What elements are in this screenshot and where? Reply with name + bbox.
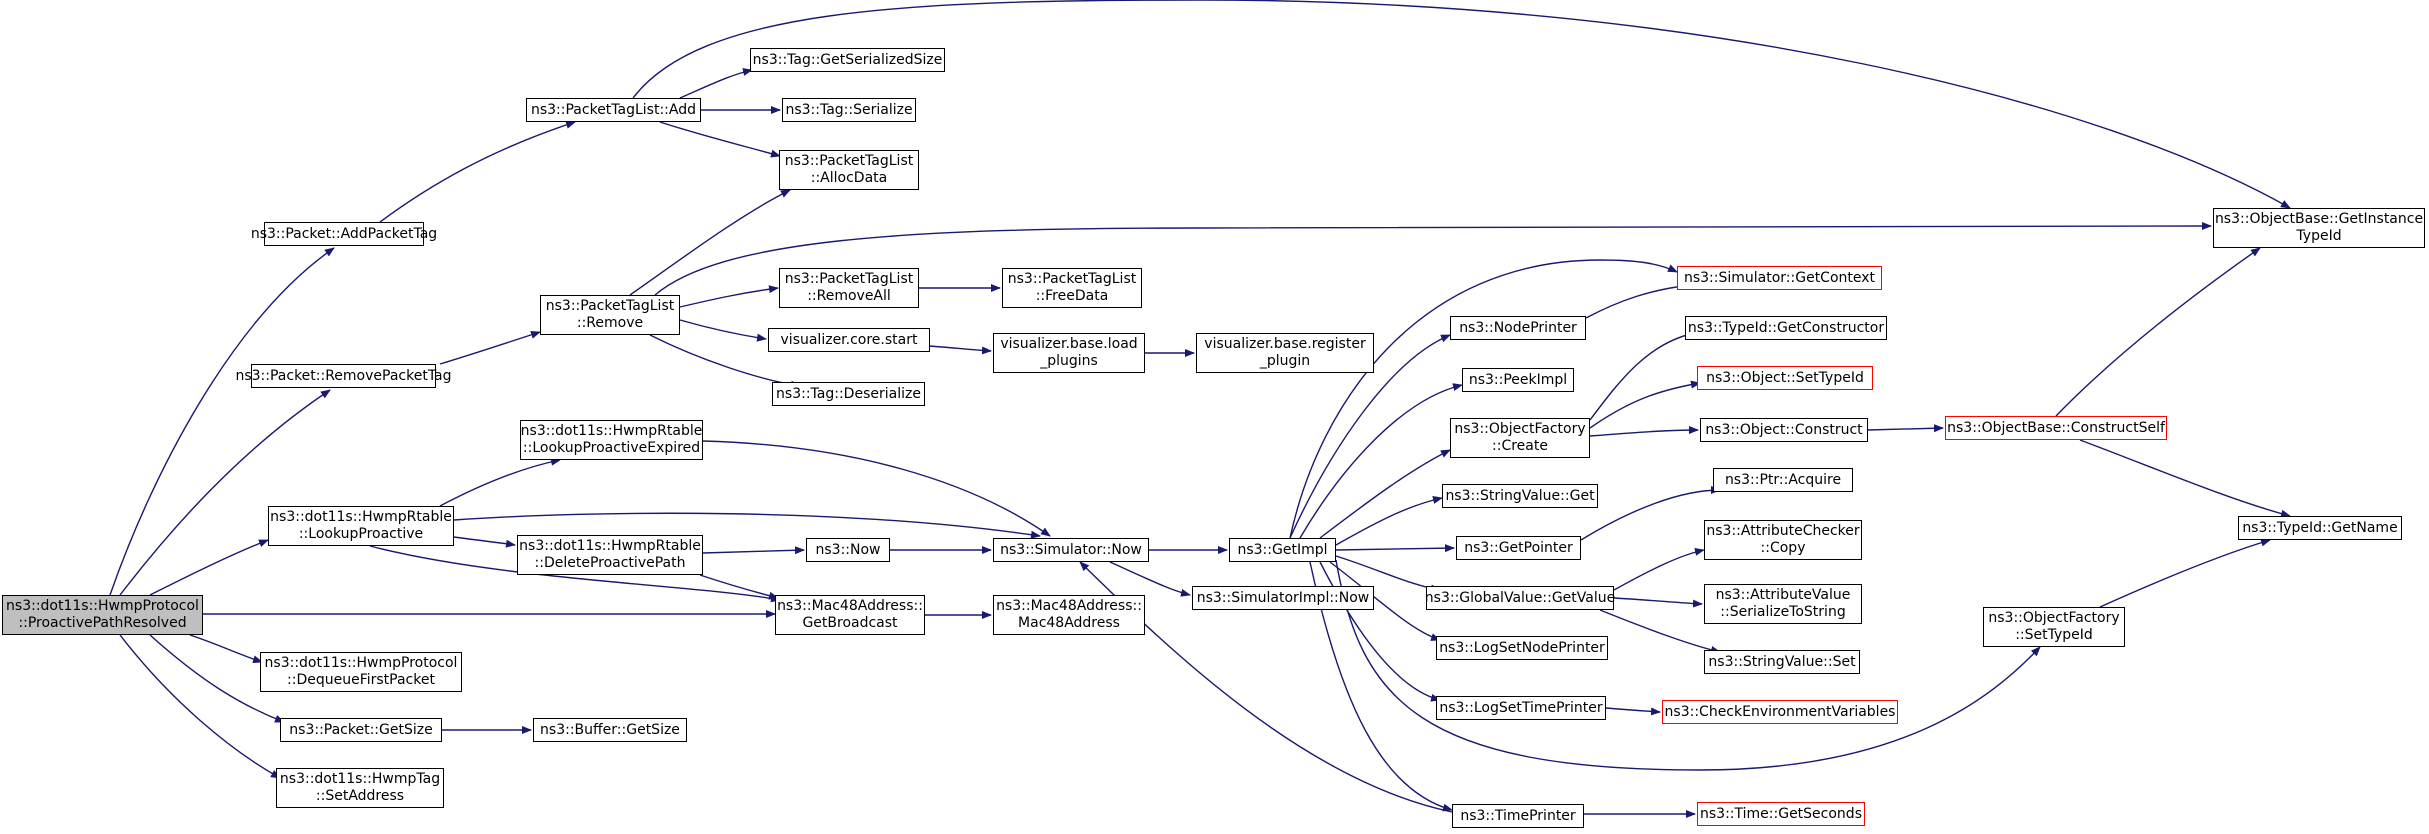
node-log-set-time-printer[interactable]: ns3::LogSetTimePrinter <box>1436 696 1606 720</box>
node-object-factory-set-type-id[interactable]: ns3::ObjectFactory ::SetTypeId <box>1983 607 2125 647</box>
edge-root-dequeue <box>189 634 263 664</box>
edge-delete-to-ns3-now <box>702 546 805 555</box>
node-packet-add-packet-tag[interactable]: ns3::Packet::AddPacketTag <box>251 222 437 246</box>
node-packet-tag-list-remove[interactable]: ns3::PacketTagList ::Remove <box>540 295 680 335</box>
edge-global-get-value-to-checker-copy <box>1613 547 1705 591</box>
node-packet-get-size[interactable]: ns3::Packet::GetSize <box>280 718 442 742</box>
edge-add-packet-tag-to-add <box>379 121 576 223</box>
edge-remove-to-get-instance-type-id <box>654 222 2212 296</box>
node-hwmp-tag-set-address[interactable]: ns3::dot11s::HwmpTag ::SetAddress <box>276 768 444 808</box>
edge-get-impl-to-simulator-get-context <box>1289 259 1678 539</box>
edge-get-impl-to-object-factory-set-type-id <box>1335 559 2041 771</box>
node-packet-remove-packet-tag[interactable]: ns3::Packet::RemovePacketTag <box>235 364 452 388</box>
edge-get-impl-to-string-value-get <box>1335 496 1443 546</box>
node-visualizer-base-load-plugins[interactable]: visualizer.base.load _plugins <box>993 333 1145 373</box>
edge-get-impl-to-global-get-value <box>1335 555 1441 593</box>
node-object-factory-create[interactable]: ns3::ObjectFactory ::Create <box>1450 418 1590 458</box>
edge-get-impl-to-log-set-node-printer <box>1329 561 1441 641</box>
node-object-construct[interactable]: ns3::Object::Construct <box>1700 418 1868 442</box>
edge-add-to-alloc-data <box>659 121 781 158</box>
edge-lookup-proactive-to-delete <box>453 536 516 548</box>
edge-add-to-get-instance-type-id <box>632 0 2291 209</box>
edge-construct-to-construct-self <box>1867 424 1944 433</box>
node-check-environment-variables[interactable]: ns3::CheckEnvironmentVariables <box>1662 700 1898 724</box>
node-string-value-get[interactable]: ns3::StringValue::Get <box>1442 484 1598 508</box>
node-global-value-get-value[interactable]: ns3::GlobalValue::GetValue <box>1425 586 1615 610</box>
edge-factory-create-to-construct <box>1589 426 1699 437</box>
node-simulator-get-context[interactable]: ns3::Simulator::GetContext <box>1677 266 1882 290</box>
node-hwmp-protocol-dequeue-first-packet[interactable]: ns3::dot11s::HwmpProtocol ::DequeueFirst… <box>260 652 462 692</box>
node-tag-get-serialized-size[interactable]: ns3::Tag::GetSerializedSize <box>750 48 945 72</box>
node-peek-impl[interactable]: ns3::PeekImpl <box>1462 368 1574 392</box>
node-type-id-get-constructor[interactable]: ns3::TypeId::GetConstructor <box>1685 316 1887 340</box>
edge-global-get-value-to-serialize-to-string <box>1613 597 1703 608</box>
edge-factory-set-type-id-to-get-name <box>2099 538 2271 608</box>
node-tag-serialize[interactable]: ns3::Tag::Serialize <box>782 98 916 122</box>
edge-expired-to-simulator-now <box>702 440 1051 537</box>
node-time-printer[interactable]: ns3::TimePrinter <box>1452 804 1584 828</box>
node-object-base-get-instance-type-id[interactable]: ns3::ObjectBase::GetInstance TypeId <box>2213 208 2425 248</box>
edge-log-set-time-printer-to-check-env <box>1605 707 1661 716</box>
edge-root-packet-get-size <box>149 634 285 723</box>
node-get-impl[interactable]: ns3::GetImpl <box>1229 538 1336 562</box>
edge-remove-to-visualizer-core-start <box>679 319 767 342</box>
node-ns3-now[interactable]: ns3::Now <box>806 538 890 562</box>
node-time-get-seconds[interactable]: ns3::Time::GetSeconds <box>1697 802 1865 826</box>
edge-construct-self-to-get-name <box>2079 439 2291 518</box>
node-packet-tag-list-alloc-data[interactable]: ns3::PacketTagList ::AllocData <box>779 150 919 190</box>
root-node-proactive-path-resolved: ns3::dot11s::HwmpProtocol ::ProactivePat… <box>2 595 203 635</box>
edge-lookup-proactive-to-expired <box>439 457 561 507</box>
edge-node-printer-to-get-context <box>1585 282 1691 319</box>
edge-remove-to-alloc-data <box>629 189 791 296</box>
edge-get-impl-to-time-printer <box>1309 561 1453 812</box>
edge-remove-to-remove-all <box>679 285 779 308</box>
edge-get-impl-to-peek-impl <box>1299 383 1463 539</box>
node-mac48-address-constructor[interactable]: ns3::Mac48Address:: Mac48Address <box>993 595 1145 635</box>
edge-get-impl-to-get-pointer <box>1335 544 1455 553</box>
node-ptr-acquire[interactable]: ns3::Ptr::Acquire <box>1713 468 1853 492</box>
edge-factory-create-to-set-type-id <box>1589 380 1701 429</box>
node-simulator-now[interactable]: ns3::Simulator::Now <box>993 538 1149 562</box>
edge-get-impl-to-factory-create <box>1319 449 1451 539</box>
edge-lookup-proactive-to-mac48-get-broadcast <box>369 545 781 603</box>
edge-root-hwmp-tag-set-address <box>119 634 281 779</box>
node-object-set-type-id[interactable]: ns3::Object::SetTypeId <box>1697 366 1873 390</box>
edge-root-remove-packet-tag <box>119 389 331 596</box>
edge-factory-create-to-get-constructor <box>1589 329 1701 421</box>
edge-get-pointer-to-ptr-acquire <box>1580 486 1721 541</box>
edge-root-add-packet-tag <box>109 247 335 596</box>
node-tag-deserialize[interactable]: ns3::Tag::Deserialize <box>772 382 925 406</box>
node-node-printer[interactable]: ns3::NodePrinter <box>1450 316 1586 340</box>
node-hwmp-rtable-lookup-proactive-expired[interactable]: ns3::dot11s::HwmpRtable ::LookupProactiv… <box>520 420 703 460</box>
edge-lookup-proactive-to-simulator-now <box>453 512 1041 539</box>
node-hwmp-rtable-delete-proactive-path[interactable]: ns3::dot11s::HwmpRtable ::DeleteProactiv… <box>517 535 703 575</box>
node-attribute-value-serialize-to-string[interactable]: ns3::AttributeValue ::SerializeToString <box>1704 584 1862 624</box>
edge-add-to-get-serialized-size <box>679 68 753 99</box>
node-string-value-set[interactable]: ns3::StringValue::Set <box>1704 650 1860 674</box>
edge-construct-self-to-get-instance-type-id <box>2055 247 2261 417</box>
node-packet-tag-list-free-data[interactable]: ns3::PacketTagList ::FreeData <box>1002 268 1142 308</box>
node-hwmp-rtable-lookup-proactive[interactable]: ns3::dot11s::HwmpRtable ::LookupProactiv… <box>268 506 454 546</box>
node-object-base-construct-self[interactable]: ns3::ObjectBase::ConstructSelf <box>1945 416 2167 440</box>
node-type-id-get-name[interactable]: ns3::TypeId::GetName <box>2238 516 2402 540</box>
edge-core-start-to-load-plugins <box>929 345 992 355</box>
edge-simulator-now-to-simulator-impl-now <box>1109 561 1191 597</box>
node-get-pointer[interactable]: ns3::GetPointer <box>1456 536 1581 560</box>
node-packet-tag-list-remove-all[interactable]: ns3::PacketTagList ::RemoveAll <box>779 268 919 308</box>
node-visualizer-core-start[interactable]: visualizer.core.start <box>768 328 930 352</box>
edge-remove-packet-tag-to-remove <box>439 330 541 365</box>
edge-root-lookup-proactive <box>149 539 269 596</box>
node-attribute-checker-copy[interactable]: ns3::AttributeChecker ::Copy <box>1704 520 1862 560</box>
edge-global-get-value-to-string-value-set <box>1599 609 1721 654</box>
node-log-set-node-printer[interactable]: ns3::LogSetNodePrinter <box>1436 636 1608 660</box>
node-mac48-address-get-broadcast[interactable]: ns3::Mac48Address:: GetBroadcast <box>775 595 925 635</box>
node-visualizer-base-register-plugin[interactable]: visualizer.base.register _plugin <box>1196 333 1374 373</box>
node-simulator-impl-now[interactable]: ns3::SimulatorImpl::Now <box>1192 586 1374 610</box>
edge-get-impl-to-node-printer <box>1289 334 1451 539</box>
node-buffer-get-size[interactable]: ns3::Buffer::GetSize <box>533 718 687 742</box>
node-packet-tag-list-add[interactable]: ns3::PacketTagList::Add <box>526 98 701 122</box>
